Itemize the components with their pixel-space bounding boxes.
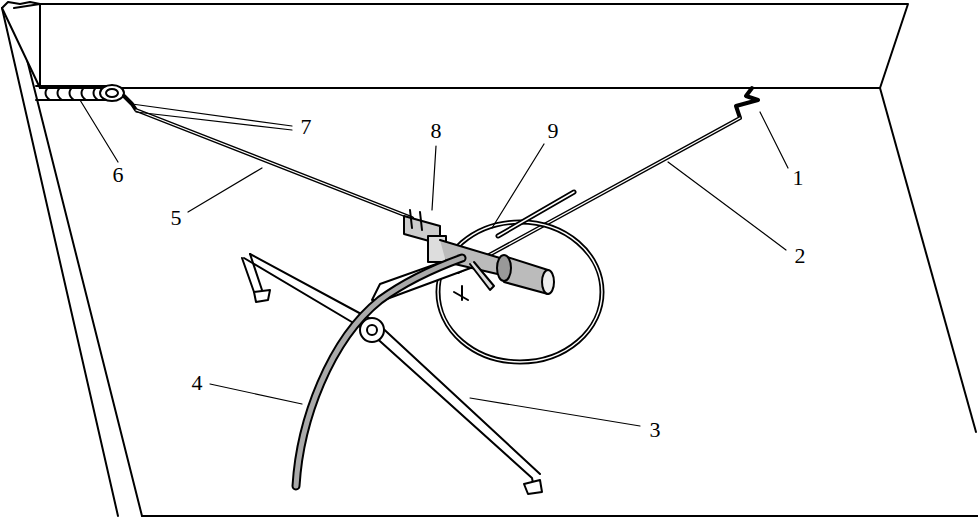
curved-band: [296, 258, 462, 486]
top-beam: [14, 4, 40, 8]
panel-edge: [880, 88, 976, 432]
callout-number: 8: [429, 119, 444, 143]
top-beam: [39, 4, 41, 88]
callout-number: 9: [546, 119, 561, 143]
spring-ring: [438, 222, 602, 362]
callout-number: 3: [648, 418, 663, 442]
leader-line: [80, 100, 788, 426]
clip: [404, 210, 446, 262]
pin: [440, 240, 554, 300]
callout-number: 5: [169, 206, 184, 230]
spring-ring: [438, 222, 602, 362]
callout-number: 4: [190, 371, 205, 395]
callout-number: 1: [791, 166, 806, 190]
callout-number: 6: [111, 163, 126, 187]
coil-spring: [36, 85, 124, 101]
panel-edge: [142, 515, 978, 517]
callout-number: 7: [299, 115, 314, 139]
lever: [242, 252, 542, 494]
spring-ring: [498, 192, 574, 236]
top-beam: [2, 2, 908, 88]
rod: [458, 88, 758, 272]
callout-number: 2: [793, 244, 808, 268]
rod: [124, 96, 412, 218]
spring-ring: [498, 192, 574, 236]
